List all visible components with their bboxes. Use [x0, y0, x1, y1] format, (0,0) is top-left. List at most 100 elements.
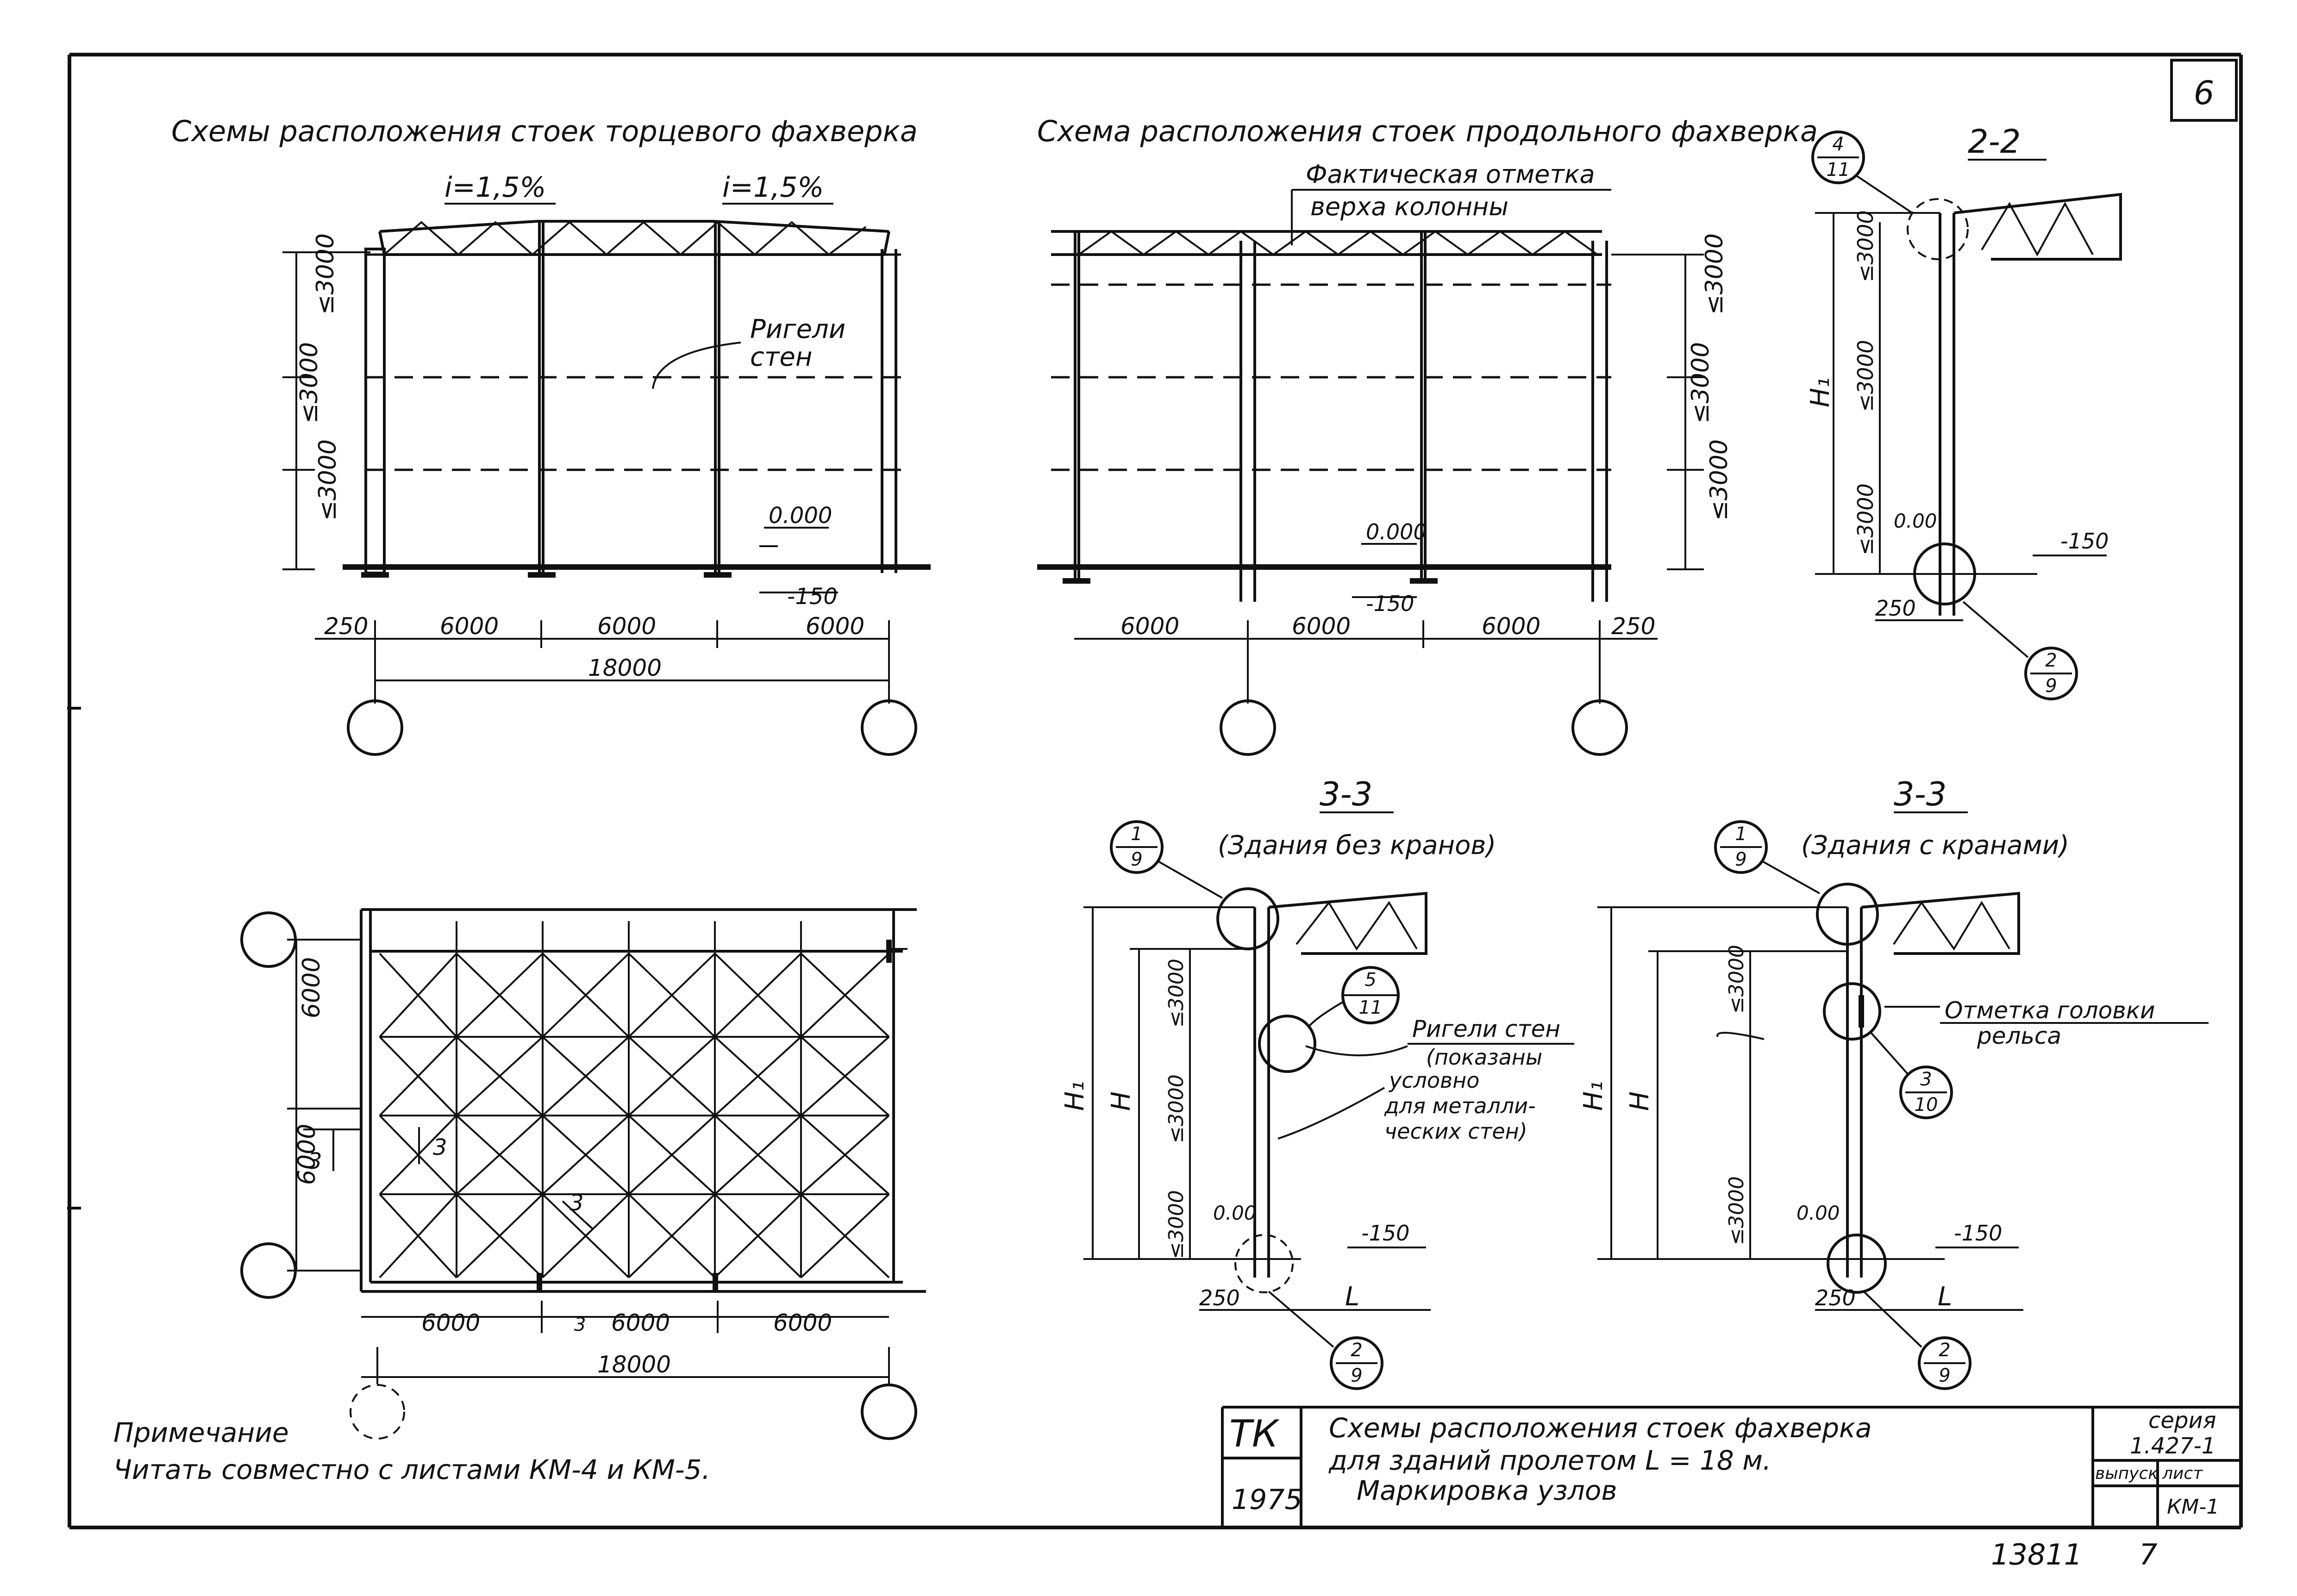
end-vdim-mid: ≤3000 [295, 342, 323, 424]
slope-left-label: i=1,5% [444, 171, 546, 204]
axis-bubble [1220, 699, 1276, 756]
section-33a-vdim2: ≤3000 [1164, 1074, 1188, 1143]
archive-number: 13811 [1991, 1538, 2082, 1571]
node-22-top-num: 4 [1832, 134, 1844, 155]
rail-note-line2: рельса [1977, 1022, 2061, 1049]
end-framing-view: Схемы расположения стоек торцевого фахве… [171, 114, 931, 756]
node-33b-bot-num: 2 [1939, 1340, 1950, 1361]
beam-note-line1: Ригели стен [1412, 1016, 1560, 1042]
section-33b-level-zero: 0.00 [1796, 1202, 1840, 1224]
long-vdim-bot: ≤3000 [1705, 439, 1733, 521]
section-33b-title: 3-3 [1894, 775, 1947, 813]
long-note-line2: верха колонны [1310, 192, 1508, 221]
long-columns [1063, 231, 1608, 602]
section-22-vdim2: ≤3000 [1853, 340, 1878, 412]
node-33a-top-den: 9 [1131, 849, 1142, 870]
series-label: серия [2148, 1408, 2216, 1434]
section-33a-level-minus: -150 [1361, 1221, 1409, 1246]
beam-note-line5: ческих стен) [1384, 1119, 1527, 1144]
section-33a-dim-l: L [1345, 1282, 1359, 1312]
plan-cut-left: 3 [308, 1148, 322, 1174]
section-33a-h: H [1106, 1091, 1136, 1111]
node-33a-mid-num: 5 [1364, 969, 1376, 991]
beam-label-line1: Ригели [750, 314, 845, 344]
page-number: 6 [2194, 74, 2215, 112]
page-number-box: 6 [2170, 59, 2238, 122]
title-year: 1975 [1232, 1484, 1302, 1516]
section-33a-dim-250: 250 [1199, 1285, 1240, 1310]
end-vdim-bot: ≤3000 [314, 439, 342, 521]
node-33b-bot-den: 9 [1939, 1365, 1950, 1386]
longitudinal-framing-view: Схема расположения стоек продольного фах… [1037, 114, 1818, 756]
beam-label-line2: стен [750, 342, 812, 372]
axis-bubble [1571, 699, 1628, 756]
beam-note-line2: (показаны [1426, 1045, 1542, 1070]
section-33b-dim-250: 250 [1815, 1285, 1856, 1310]
section-3-3-with-cranes: 3-3 (Здания с кранами) 1 9 H₁ H ≤3000 ≤3… [1578, 775, 2209, 1390]
rail-note-line1: Отметка головки [1945, 997, 2155, 1024]
archive-page: 7 [2139, 1538, 2157, 1571]
plan-hdim-3: 6000 [773, 1309, 832, 1336]
section-33a-vdim1: ≤3000 [1164, 959, 1188, 1028]
title-block: ТК 1975 Схемы расположения стоек фахверк… [1221, 1406, 2241, 1527]
end-hdim-total: 18000 [588, 655, 662, 681]
section-22-vdim1: ≤3000 [1853, 210, 1878, 282]
section-33a-title: 3-3 [1320, 775, 1372, 813]
note-text: Читать совместно с листами КМ-4 и КМ-5. [113, 1454, 710, 1485]
section-22-level-zero: 0.00 [1894, 510, 1937, 532]
note-heading: Примечание [113, 1417, 289, 1448]
plan-grid [379, 921, 890, 1278]
section-22-vdim3: ≤3000 [1853, 483, 1878, 555]
beam-note-line3: условно [1388, 1068, 1479, 1093]
end-view-title: Схемы расположения стоек торцевого фахве… [171, 114, 918, 148]
section-33a-subtitle: (Здания без кранов) [1218, 830, 1496, 860]
plan-vdim-bot: 6000 [293, 1124, 321, 1185]
section-33b-subtitle: (Здания с кранами) [1801, 830, 2069, 860]
general-note: Примечание Читать совместно с листами КМ… [113, 1417, 710, 1485]
long-note-line1: Фактическая отметка [1306, 160, 1595, 189]
sheet-frame [67, 53, 2243, 1529]
section-22-level-minus: -150 [2060, 529, 2109, 554]
roof-truss [366, 220, 903, 256]
section-33b-vdim2: ≤3000 [1725, 1176, 1748, 1245]
node-22-bot-den: 9 [2045, 675, 2057, 697]
end-hdim-2: 6000 [597, 613, 656, 640]
node-22-bot-num: 2 [2045, 650, 2057, 671]
section-33b-vdim1: ≤3000 [1725, 945, 1748, 1014]
node-33a-bot-num: 2 [1351, 1340, 1362, 1361]
end-hdim-3: 6000 [806, 613, 864, 640]
section-33a-vdim3: ≤3000 [1164, 1190, 1188, 1259]
slope-right-label: i=1,5% [722, 171, 824, 204]
level-minus-mark: -150 [787, 584, 838, 610]
sheet-value: КМ-1 [2167, 1495, 2219, 1519]
title-line1: Схемы расположения стоек фахверка [1329, 1412, 1872, 1444]
node-33b-top-num: 1 [1735, 823, 1746, 845]
axis-bubble [350, 1384, 405, 1440]
long-level-zero: 0.000 [1366, 519, 1427, 544]
node-33a-mid-den: 11 [1359, 997, 1383, 1018]
section-33b-h: H [1625, 1091, 1655, 1111]
long-hdim-1: 6000 [1120, 613, 1179, 640]
plan-vdim-top: 6000 [298, 957, 325, 1018]
section-3-3-no-cranes: 3-3 (Здания без кранов) 1 9 H₁ H ≤3000 ≤… [1060, 775, 1574, 1390]
long-view-title: Схема расположения стоек продольного фах… [1037, 114, 1818, 148]
end-hdim-250: 250 [324, 613, 368, 640]
plan-cut-right: 3 [433, 1135, 447, 1160]
section-33b-h1: H₁ [1578, 1081, 1609, 1111]
section-33a-level-zero: 0.00 [1213, 1202, 1257, 1224]
title-line3: Маркировка узлов [1357, 1475, 1617, 1506]
end-vdim-top: ≤3000 [312, 233, 339, 315]
level-zero-mark: 0.000 [769, 503, 832, 529]
plan-cut-center: 3 [570, 1190, 584, 1216]
end-hdim-1: 6000 [440, 613, 499, 640]
long-level-minus: -150 [1366, 591, 1414, 616]
long-vdim-top: ≤3000 [1701, 233, 1728, 315]
plan-hdim-total: 18000 [597, 1351, 671, 1378]
node-33a-bot-den: 9 [1351, 1365, 1362, 1386]
long-roof-truss [1051, 230, 1611, 286]
framing-plan: 6000 6000 3 3 3 6000 6000 6000 3 18000 [240, 908, 926, 1440]
section-22-title: 2-2 [1968, 123, 2021, 161]
title-line2: для зданий пролетом L = 18 м. [1328, 1445, 1771, 1476]
long-hdim-2: 6000 [1292, 613, 1351, 640]
